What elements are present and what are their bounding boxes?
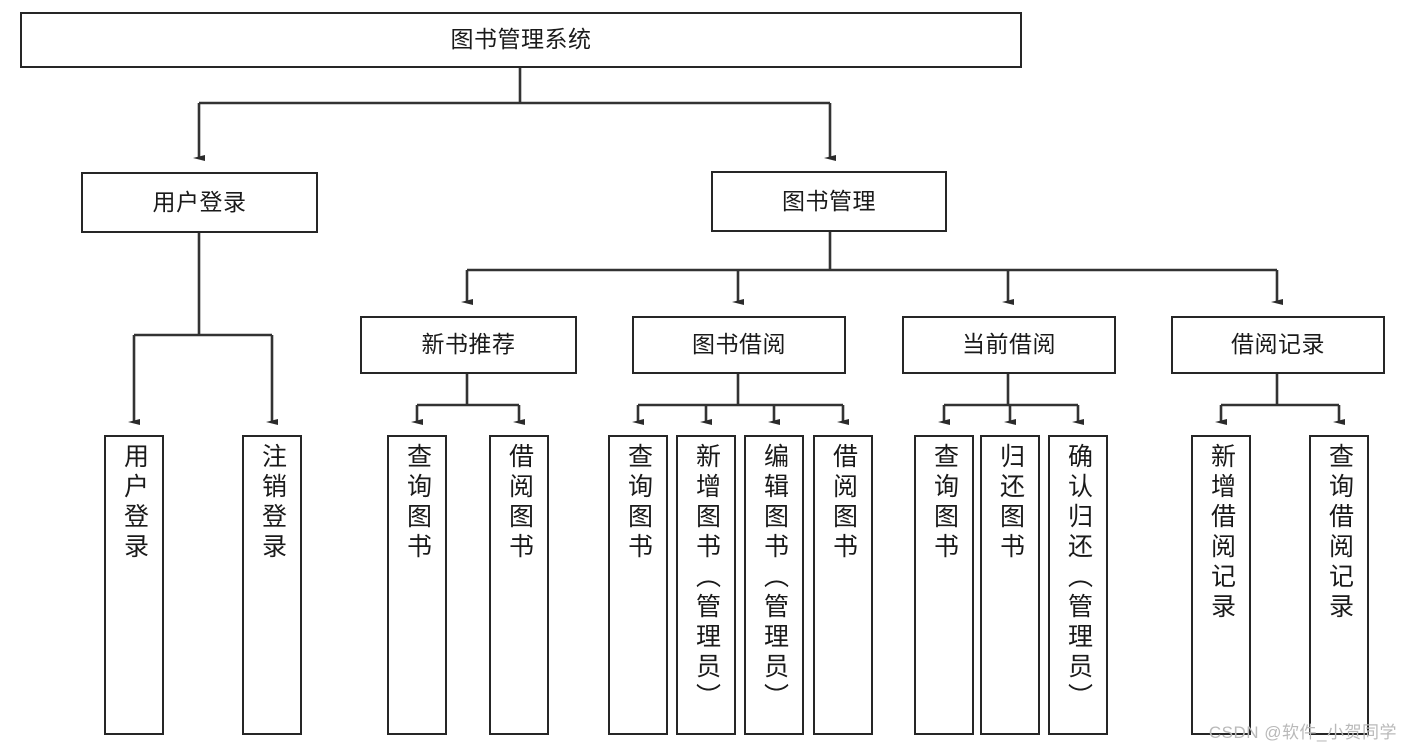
node-leaf-borrow-book-1[interactable]: 借阅图书 [489,435,549,735]
node-leaf-add-record[interactable]: 新增借阅记录 [1191,435,1251,735]
node-borrow-record[interactable]: 借阅记录 [1171,316,1385,374]
node-book-manage-label: 图书管理 [782,187,876,214]
node-leaf-borrow-book-2-label: 借阅图书 [829,443,858,563]
node-book-borrow-label: 图书借阅 [692,331,786,358]
node-new-book-recommend-label: 新书推荐 [421,331,516,358]
node-leaf-query-book-3[interactable]: 查询图书 [914,435,974,735]
csdn-watermark: CSDN @软件_小贺同学 [1208,723,1397,742]
node-book-borrow[interactable]: 图书借阅 [632,316,846,374]
node-borrow-record-label: 借阅记录 [1231,331,1325,358]
node-leaf-query-record-label: 查询借阅记录 [1325,443,1354,623]
node-leaf-add-book-label: 新增图书（管理员） [692,443,721,713]
node-root[interactable]: 图书管理系统 [20,12,1022,68]
node-leaf-return-book-label: 归还图书 [996,443,1025,563]
node-leaf-edit-book-label: 编辑图书（管理员） [760,443,789,713]
node-leaf-edit-book[interactable]: 编辑图书（管理员） [744,435,804,735]
node-leaf-user-logout[interactable]: 注销登录 [242,435,302,735]
node-leaf-borrow-book-2[interactable]: 借阅图书 [813,435,873,735]
node-root-label: 图书管理系统 [450,26,592,53]
node-new-book-recommend[interactable]: 新书推荐 [360,316,577,374]
node-leaf-add-record-label: 新增借阅记录 [1207,443,1236,623]
node-leaf-query-record[interactable]: 查询借阅记录 [1309,435,1369,735]
node-leaf-query-book-1[interactable]: 查询图书 [387,435,447,735]
node-leaf-user-login[interactable]: 用户登录 [104,435,164,735]
node-leaf-borrow-book-1-label: 借阅图书 [505,443,534,563]
node-user-login-label: 用户登录 [152,188,247,215]
node-leaf-query-book-2[interactable]: 查询图书 [608,435,668,735]
node-book-manage[interactable]: 图书管理 [711,171,947,232]
node-leaf-confirm-return-label: 确认归还（管理员） [1064,443,1093,713]
node-leaf-query-book-1-label: 查询图书 [403,443,432,563]
node-leaf-confirm-return[interactable]: 确认归还（管理员） [1048,435,1108,735]
node-leaf-add-book[interactable]: 新增图书（管理员） [676,435,736,735]
node-current-borrow[interactable]: 当前借阅 [902,316,1116,374]
node-leaf-user-login-label: 用户登录 [120,443,149,563]
node-current-borrow-label: 当前借阅 [962,331,1056,358]
node-leaf-query-book-3-label: 查询图书 [930,443,959,563]
node-leaf-return-book[interactable]: 归还图书 [980,435,1040,735]
node-leaf-user-logout-label: 注销登录 [258,443,287,563]
node-user-login[interactable]: 用户登录 [81,172,318,233]
node-leaf-query-book-2-label: 查询图书 [624,443,653,563]
